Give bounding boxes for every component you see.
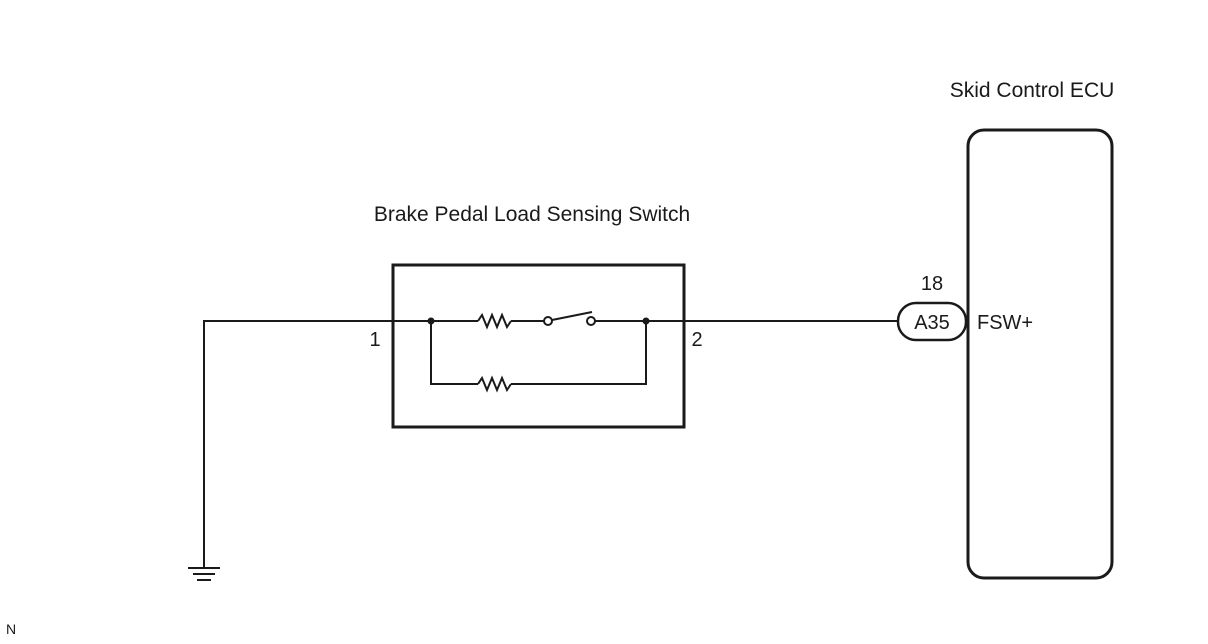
ground-symbol-icon: [188, 567, 220, 581]
bottom-branch-wire-right: [511, 321, 647, 385]
ground-wire: [203, 320, 431, 568]
resistor-icon: [477, 312, 512, 330]
ecu-pin-number: 18: [921, 273, 943, 295]
bottom-branch-wire-left: [430, 321, 478, 385]
connector-icon: [896, 301, 968, 342]
resistor-icon: [477, 375, 512, 393]
switch-box: [391, 263, 686, 429]
ecu-terminal-label: FSW+: [977, 312, 1033, 334]
connector-label: A35: [914, 312, 950, 334]
switch-pin-1: 1: [369, 329, 380, 351]
figure-code: N: [6, 621, 16, 637]
switch-title: Brake Pedal Load Sensing Switch: [374, 203, 690, 226]
ecu-body: [966, 128, 1114, 580]
switch-pin-2: 2: [691, 329, 702, 351]
switch-icon: [543, 311, 596, 326]
junction-dot-left: [427, 317, 435, 325]
ecu-title: Skid Control ECU: [950, 79, 1115, 102]
